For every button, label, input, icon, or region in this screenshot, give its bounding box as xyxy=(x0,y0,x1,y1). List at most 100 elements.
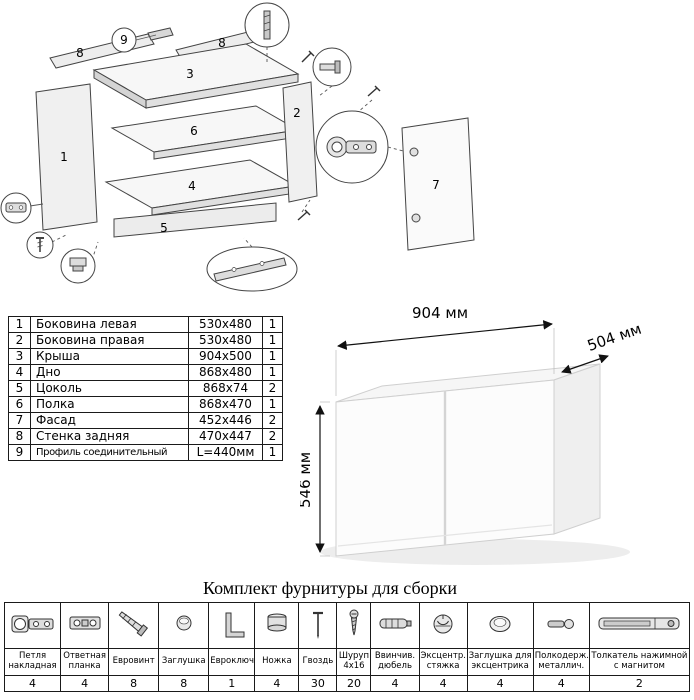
screw-head-glyph xyxy=(304,209,311,216)
part-number: 8 xyxy=(8,428,31,445)
height-dimension: 546 мм xyxy=(296,401,330,557)
part-label-1: 1 xyxy=(60,150,68,164)
hardware-qty: 1 xyxy=(208,675,256,692)
hardware-icon-cell xyxy=(158,602,210,649)
part-label-2: 2 xyxy=(293,106,301,120)
shelf-pin-icon xyxy=(547,618,575,629)
part-label-5: 5 xyxy=(160,221,168,235)
screw-head-glyph xyxy=(308,50,315,57)
hardware-table: Петля накладная Ответная планка Евровинт… xyxy=(3,602,691,692)
table-row: 6 Полка 868x470 1 xyxy=(8,396,283,413)
profile-detail-icon xyxy=(213,257,287,282)
callout-icons xyxy=(5,10,377,282)
hardware-icon-cell xyxy=(588,602,691,649)
height-label: 546 мм xyxy=(300,452,314,508)
table-row: 8 Стенка задняя 470x447 2 xyxy=(8,428,283,445)
table-row: 9 Профиль соединительный L=440мм 1 xyxy=(8,444,283,461)
strike-plate-detail-icon xyxy=(5,202,27,213)
hex-key-icon xyxy=(225,612,245,637)
hardware-icon-cell xyxy=(208,602,256,649)
door-hinge-hole-top xyxy=(409,147,419,157)
part-size: 868x74 xyxy=(188,380,263,397)
hardware-label: Заглушка для эксцентрика xyxy=(466,648,534,676)
part-label-9: 9 xyxy=(120,33,128,47)
hardware-qty: 4 xyxy=(466,675,534,692)
part-number: 5 xyxy=(8,380,31,397)
cam-lock-icon xyxy=(433,614,453,633)
depth-dimension: 504 мм xyxy=(561,320,644,374)
table-row: 1 Боковина левая 530x480 1 xyxy=(8,316,283,333)
hardware-label: Ножка xyxy=(254,648,300,676)
part-name: Стенка задняя xyxy=(30,428,189,445)
part-number: 2 xyxy=(8,332,31,349)
exploded-diagram: 9 8 8 3 1 6 4 5 2 7 xyxy=(0,0,694,308)
hardware-qty: 30 xyxy=(298,675,338,692)
hardware-qty: 2 xyxy=(588,675,691,692)
part-label-8b: 8 xyxy=(218,36,226,50)
loose-screws xyxy=(297,50,381,221)
screw-glyph xyxy=(301,52,312,63)
cabinet-drawing: 904 мм 504 мм 546 мм xyxy=(296,304,644,565)
hardware-icon-cell xyxy=(298,602,338,649)
hardware-icon-cell xyxy=(466,602,534,649)
hardware-icon-cell xyxy=(418,602,468,649)
hinge-icon xyxy=(11,615,54,632)
table-row: 5 Цоколь 868x74 2 xyxy=(8,380,283,397)
part-name: Крыша xyxy=(30,348,189,365)
part-label-6: 6 xyxy=(190,124,198,138)
screw-dowel-icon xyxy=(379,618,412,628)
top-panel-side-edge xyxy=(93,69,147,109)
hardware-qty: 20 xyxy=(336,675,372,692)
part-number: 1 xyxy=(8,316,31,333)
hardware-title: Комплект фурнитуры для сборки xyxy=(202,578,457,598)
hardware-labels-row: Петля накладная Ответная планка Евровинт… xyxy=(3,648,691,676)
hardware-qty: 4 xyxy=(3,675,62,692)
part-qty: 1 xyxy=(262,396,283,413)
part-name: Дно xyxy=(30,364,189,381)
hardware-icon-cell xyxy=(60,602,110,649)
cabinet-panels xyxy=(35,25,475,251)
table-row: 7 Фасад 452x446 2 xyxy=(8,412,283,429)
hardware-icons-row xyxy=(3,602,691,649)
hardware-label: Заглушка xyxy=(158,648,210,676)
screw-icon xyxy=(349,609,359,635)
hardware-qty: 8 xyxy=(108,675,160,692)
cap-icon xyxy=(176,615,192,630)
door-hinge-hole-bottom xyxy=(411,213,421,223)
screw-glyph xyxy=(297,211,308,221)
part-size: 530x480 xyxy=(188,332,263,349)
screw-glyph xyxy=(367,87,378,97)
part-name: Боковина левая xyxy=(30,316,189,333)
foot-detail-icon xyxy=(69,257,87,272)
part-size: L=440мм xyxy=(188,444,263,461)
left-side-panel xyxy=(35,83,98,231)
part-label-3: 3 xyxy=(186,67,194,81)
part-qty: 1 xyxy=(262,348,283,365)
hardware-qty: 4 xyxy=(60,675,110,692)
part-number: 6 xyxy=(8,396,31,413)
plinth-shadow-line xyxy=(337,524,553,547)
hardware-qty: 4 xyxy=(418,675,468,692)
foot-icon xyxy=(267,613,287,631)
hardware-label: Шуруп 4x16 xyxy=(336,648,372,676)
part-name: Профиль соединительный xyxy=(30,444,189,461)
part-name: Цоколь xyxy=(30,380,189,397)
hardware-icon-cell xyxy=(336,602,372,649)
screw-head-glyph xyxy=(374,85,381,92)
cabinet-side-face xyxy=(553,363,601,535)
cam-screw-icon xyxy=(319,60,341,74)
part-qty: 1 xyxy=(262,444,283,461)
nail-icon xyxy=(312,611,323,639)
connecting-profile xyxy=(147,27,174,41)
part-size: 904x500 xyxy=(188,348,263,365)
strike-plate-icon xyxy=(69,616,101,629)
part-size: 452x446 xyxy=(188,412,263,429)
part-name: Полка xyxy=(30,396,189,413)
hardware-qty: 4 xyxy=(532,675,590,692)
hardware-label: Ввинчив. дюбель xyxy=(370,648,420,676)
part-label-4: 4 xyxy=(188,179,196,193)
depth-label: 504 мм xyxy=(585,320,644,355)
part-label-8a: 8 xyxy=(76,46,84,60)
part-qty: 1 xyxy=(262,332,283,349)
hardware-qty: 4 xyxy=(254,675,300,692)
